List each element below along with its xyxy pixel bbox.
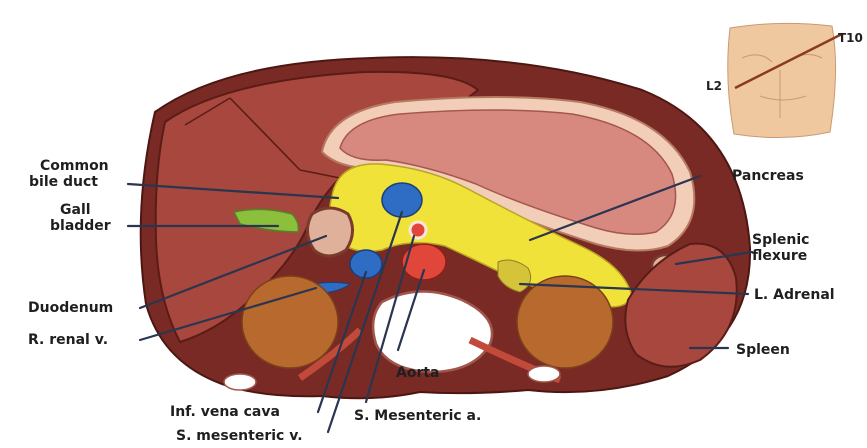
- label-r-renal-v: R. renal v.: [28, 332, 108, 348]
- rib-left: [224, 374, 256, 390]
- label-s-mesenteric-a: S. Mesenteric a.: [354, 408, 481, 424]
- inset-label-l2: L2: [706, 79, 722, 93]
- cross-section: [141, 57, 750, 398]
- label-pancreas: Pancreas: [732, 168, 804, 184]
- label-duodenum: Duodenum: [28, 300, 113, 316]
- duodenum: [307, 208, 352, 256]
- label-l-adrenal: L. Adrenal: [754, 287, 835, 303]
- inset-label-t10: T10: [838, 31, 863, 45]
- label-s-mesenteric-v: S. mesenteric v.: [176, 428, 303, 444]
- label-common-bile-duct: Common bile duct: [29, 158, 114, 190]
- label-aorta: Aorta: [396, 365, 440, 381]
- superior-mesenteric-artery: [410, 222, 426, 238]
- label-splenic-flexure: Splenic flexure: [752, 232, 814, 264]
- left-kidney: [517, 276, 613, 368]
- torso-skin: [728, 23, 836, 137]
- aorta: [402, 244, 446, 280]
- label-spleen: Spleen: [736, 342, 790, 358]
- rib-right: [528, 366, 560, 382]
- right-kidney: [242, 276, 338, 368]
- torso-inset: T10 L2: [706, 23, 863, 137]
- label-gall-bladder: Gall bladder: [50, 202, 111, 234]
- label-inf-vena-cava: Inf. vena cava: [170, 404, 280, 420]
